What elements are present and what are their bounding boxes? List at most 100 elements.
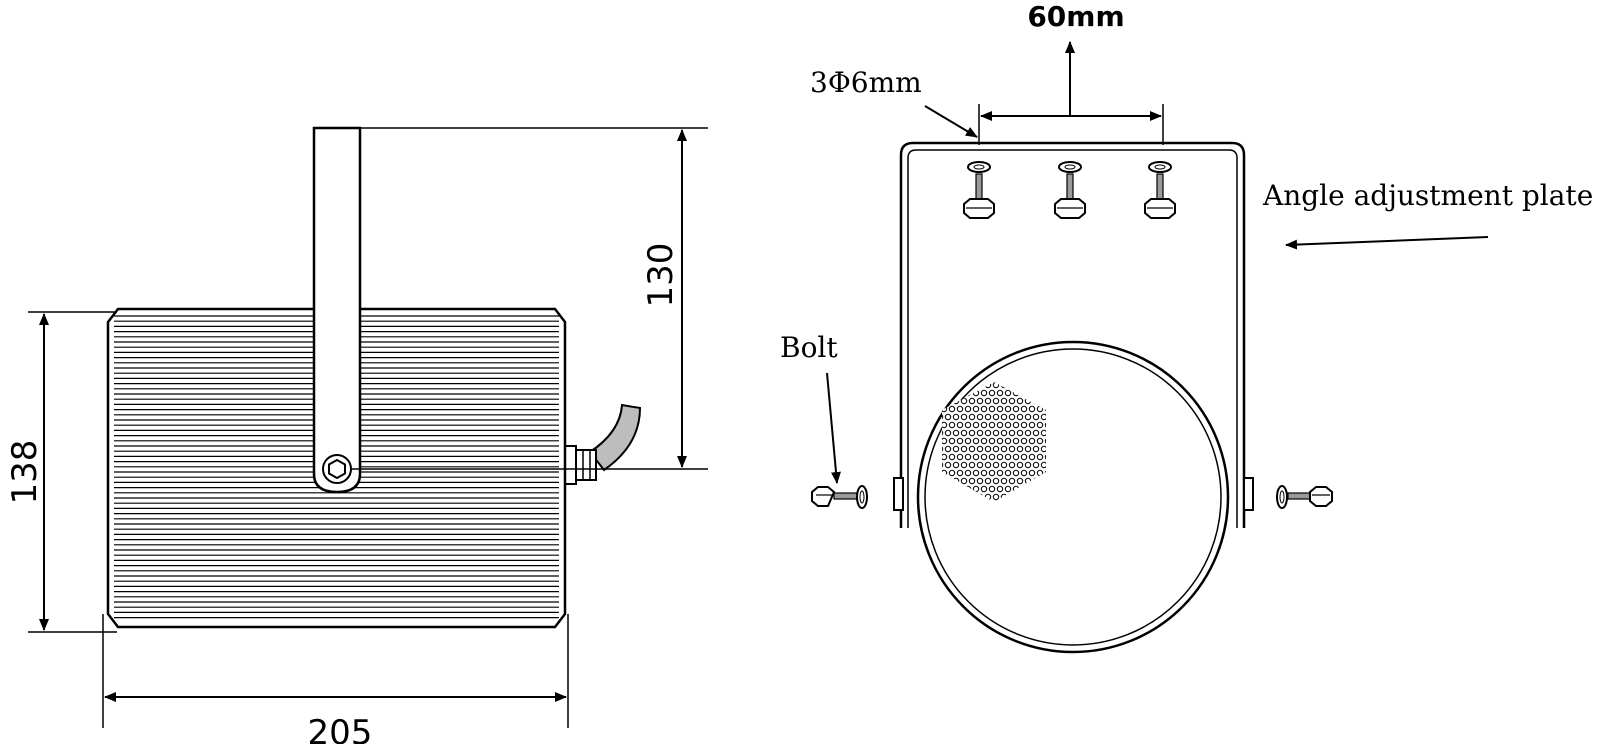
grille-hole [956,421,964,429]
grille-hole [1008,429,1016,437]
grille-hole [976,413,984,421]
grille-hole [1004,405,1012,413]
mounting-screw [963,161,995,219]
grille-hole [964,469,972,477]
grille-hole [972,453,980,461]
grille-hole [956,437,964,445]
grille-hole [942,382,944,389]
grille-hole [1028,437,1036,445]
angle-adjustment-plate [899,141,1246,528]
grille-hole [988,485,996,493]
grille-hole [984,477,992,485]
grille-hole [1016,397,1024,405]
left-bolt [811,485,868,509]
grille-hole [944,461,952,469]
grille-hole [988,437,996,445]
grille-hole [1016,477,1024,485]
grille-hole [1004,437,1012,445]
grille-hole [976,461,984,469]
grille-hole [976,477,984,485]
grille-hole [1004,469,1012,477]
grille-hole [1024,429,1032,437]
grille-hole [1012,469,1020,477]
speaker-front [916,340,1230,654]
grille-hole [1040,413,1046,421]
grille-hole [988,453,996,461]
grille-hole [996,405,1004,413]
grille-hole [960,445,968,453]
grille-hole [968,445,976,453]
bracket-arm [312,126,362,494]
grille-hole [972,437,980,445]
grille-hole [948,453,956,461]
grille-hole [948,437,956,445]
grille-hole [1000,445,1008,453]
grille-hole [1016,413,1024,421]
grille-hole [948,405,956,413]
grille-hole [1044,421,1046,429]
hole-spacing-dimension: 60mm [978,0,1164,145]
bracket-height-label: 130 [641,243,681,308]
grille-hole [1004,389,1012,397]
grille-hole [942,437,948,445]
grille-hole [948,469,956,477]
grille-hole [980,485,988,493]
grille-hole [984,445,992,453]
grille-hole [942,413,944,421]
grille-hole [964,453,972,461]
pivot-nut [322,454,352,484]
grille-hole [968,461,976,469]
grille-hole [968,429,976,437]
grille-hole [984,461,992,469]
grille-hole [952,461,960,469]
grille-hole [1000,429,1008,437]
grille-hole [992,445,1000,453]
grille-hole [942,445,944,453]
grille-hole [948,389,956,397]
grille-hole [1024,413,1032,421]
bolt-callout: Bolt [780,331,841,484]
hole-spec-callout: 3Φ6mm [810,66,978,138]
grille-hole [942,429,944,437]
grille-hole [960,413,968,421]
grille-hole [996,453,1004,461]
grille-hole [944,445,952,453]
grille-hole [992,397,1000,405]
grille-hole [1016,461,1024,469]
grille-hole [1008,461,1016,469]
grille-hole [988,469,996,477]
grille-hole [972,405,980,413]
grille-hole [942,421,948,429]
grille-hole [1044,453,1046,461]
grille-hole [1020,421,1028,429]
grille-hole [952,429,960,437]
grille-hole [980,389,988,397]
grille-hole [1028,405,1036,413]
grille-hole [1012,421,1020,429]
grille-hole [1032,413,1040,421]
grille-hole [1040,429,1046,437]
grille-hole [992,413,1000,421]
grille-hole [980,437,988,445]
grille-hole [1016,429,1024,437]
side-view: 205 138 130 [5,126,708,744]
grille-hole [1008,413,1016,421]
grille-hole [1004,421,1012,429]
grille-hole [944,413,952,421]
grille-hole [1036,437,1044,445]
width-label: 205 [308,713,373,744]
grille-hole [972,421,980,429]
grille-hole [960,397,968,405]
grille-hole [992,493,1000,501]
grille-hole [1036,421,1044,429]
grille-hole [1012,453,1020,461]
grille-hole [980,405,988,413]
grille-hole [996,469,1004,477]
mounting-screw [1144,161,1176,219]
grille-hole [952,413,960,421]
grille-hole [956,453,964,461]
grille-hole [942,453,948,461]
grille-hole [988,421,996,429]
mounting-screw [1054,161,1086,219]
height-label: 138 [5,440,45,505]
